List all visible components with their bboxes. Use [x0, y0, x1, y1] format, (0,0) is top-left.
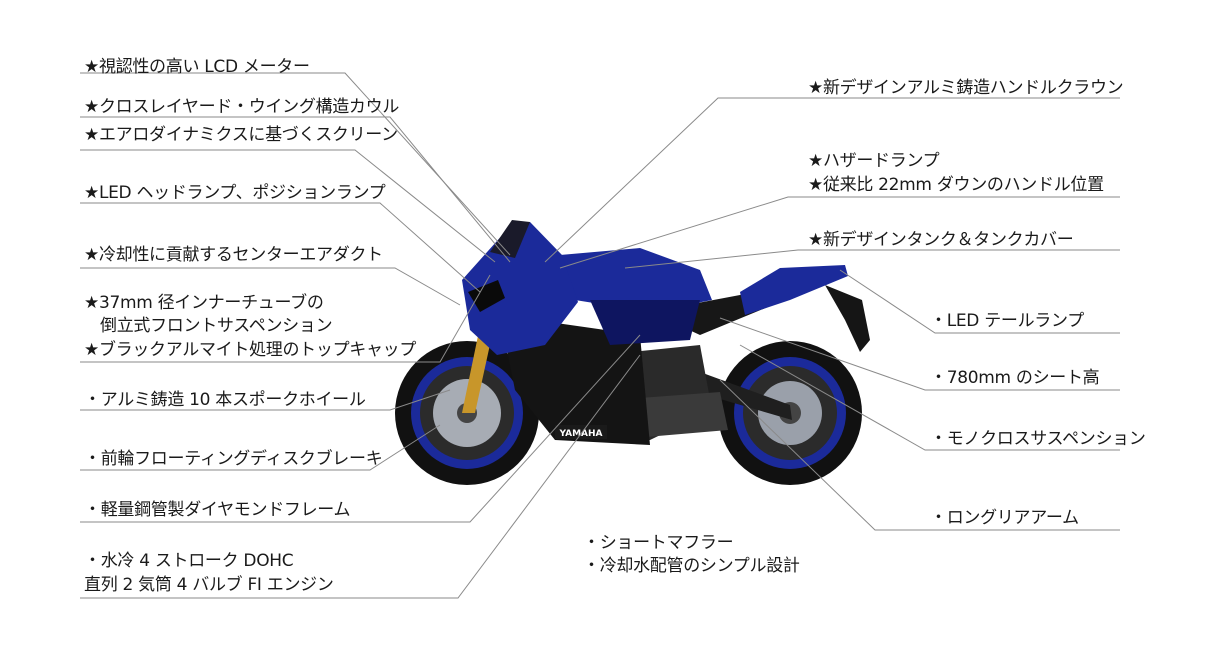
label-handle-crown: ★新デザインアルミ鋳造ハンドルクラウン	[808, 78, 1124, 98]
headlight	[468, 280, 505, 312]
label-brake: ・前輪フローティングディスクブレーキ	[84, 449, 383, 469]
label-lcd-meter: ★視認性の高い LCD メーター	[84, 57, 310, 77]
label-seat-height: ・780mm のシート高	[930, 368, 1100, 388]
leader-lcd-meter	[80, 72, 511, 256]
label-fork-line1: ★37mm 径インナーチューブの	[84, 293, 324, 313]
rear-fender	[825, 285, 870, 352]
label-muffler-line2: ・冷却水配管のシンプル設計	[583, 556, 800, 576]
label-fork-line2: 倒立式フロントサスペンション	[100, 316, 333, 336]
swingarm	[696, 372, 792, 420]
leader-handle-crown	[544, 97, 1120, 263]
leader-brake	[80, 424, 441, 471]
label-mono-suspension: ・モノクロスサスペンション	[930, 429, 1146, 449]
label-muffler-line1: ・ショートマフラー	[583, 533, 734, 553]
label-center-duct: ★冷却性に貢献するセンターエアダクト	[84, 245, 383, 265]
tail-cowl	[740, 265, 848, 315]
label-handle-position: ★従来比 22mm ダウンのハンドル位置	[808, 175, 1104, 195]
leader-frame	[80, 334, 641, 523]
label-top-cap: ★ブラックアルマイト処理のトップキャップ	[84, 340, 417, 360]
windscreen	[490, 220, 530, 258]
label-engine-line1: ・水冷 4 ストローク DOHC	[84, 551, 294, 571]
leader-rear-arm	[719, 379, 1120, 531]
leader-seat-height	[719, 317, 1120, 391]
brand-plate	[555, 425, 607, 439]
label-frame: ・軽量鋼管製ダイヤモンドフレーム	[84, 500, 351, 520]
leader-lines	[80, 72, 1120, 599]
leader-center-duct	[80, 267, 461, 306]
label-tank: ★新デザインタンク＆タンクカバー	[808, 230, 1074, 250]
leader-cowl	[80, 116, 511, 263]
label-hazard: ★ハザードランプ	[808, 151, 940, 171]
leader-top-cap	[80, 274, 491, 363]
label-cowl: ★クロスレイヤード・ウイング構造カウル	[84, 97, 400, 117]
label-engine-line2: 直列 2 気筒 4 バルブ FI エンジン	[84, 575, 334, 595]
leader-tank	[624, 249, 1120, 269]
leader-wheel	[80, 389, 451, 411]
leader-engine	[80, 354, 641, 599]
side-panel	[590, 300, 700, 345]
label-rear-arm: ・ロングリアアーム	[930, 508, 1079, 528]
label-wheel: ・アルミ鋳造 10 本スポークホイール	[84, 390, 366, 410]
leader-handle-position	[559, 196, 1120, 269]
leader-mono-suspension	[739, 344, 1120, 451]
fuel-tank	[560, 248, 712, 312]
leader-headlamp	[80, 202, 481, 293]
muffler	[640, 392, 728, 437]
front-cowl	[462, 222, 578, 355]
label-screen: ★エアロダイナミクスに基づくスクリーン	[84, 125, 398, 145]
leader-tail-lamp	[839, 269, 1120, 334]
label-tail-lamp: ・LED テールランプ	[930, 311, 1084, 331]
label-headlamp: ★LED ヘッドランプ、ポジションランプ	[84, 183, 386, 203]
leader-screen	[80, 149, 496, 263]
lower-fairing	[500, 315, 650, 445]
